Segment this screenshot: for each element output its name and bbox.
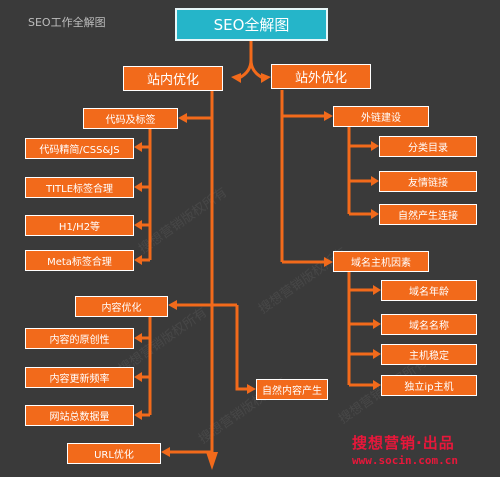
node-host-item: 域名年龄 bbox=[381, 280, 477, 301]
node-backlink-item: 友情链接 bbox=[379, 171, 477, 192]
node-host-item: 域名名称 bbox=[381, 314, 477, 335]
node-code-tags: 代码及标签 bbox=[83, 108, 178, 129]
node-code-item: TITLE标签合理 bbox=[25, 177, 134, 198]
node-onsite: 站内优化 bbox=[123, 66, 223, 91]
node-backlink-item: 分类目录 bbox=[379, 136, 477, 157]
node-natural-content: 自然内容产生 bbox=[256, 379, 328, 400]
node-code-item: H1/H2等 bbox=[25, 215, 134, 236]
node-host-item: 主机稳定 bbox=[381, 344, 477, 365]
node-domain-host: 域名主机因素 bbox=[333, 251, 429, 272]
node-code-item: Meta标签合理 bbox=[25, 250, 134, 271]
node-content-item: 内容更新频率 bbox=[25, 367, 134, 388]
credit-text: 搜想营销·出品 bbox=[352, 434, 455, 452]
credit-url: www.socin.com.cn bbox=[352, 454, 458, 467]
node-content-item: 内容的原创性 bbox=[25, 328, 134, 349]
node-host-item: 独立ip主机 bbox=[381, 375, 477, 396]
diagram-caption: SEO工作全解图 bbox=[28, 16, 106, 29]
node-content-item: 网站总数据量 bbox=[25, 405, 134, 426]
node-url-optimization: URL优化 bbox=[67, 443, 161, 464]
node-content-optimization: 内容优化 bbox=[75, 296, 168, 317]
node-backlink-item: 自然产生连接 bbox=[379, 204, 477, 225]
node-offsite: 站外优化 bbox=[271, 64, 371, 89]
node-backlinks: 外链建设 bbox=[333, 106, 429, 127]
root-node: SEO全解图 bbox=[175, 8, 328, 41]
node-code-item: 代码精简/CSS&JS bbox=[25, 138, 134, 159]
